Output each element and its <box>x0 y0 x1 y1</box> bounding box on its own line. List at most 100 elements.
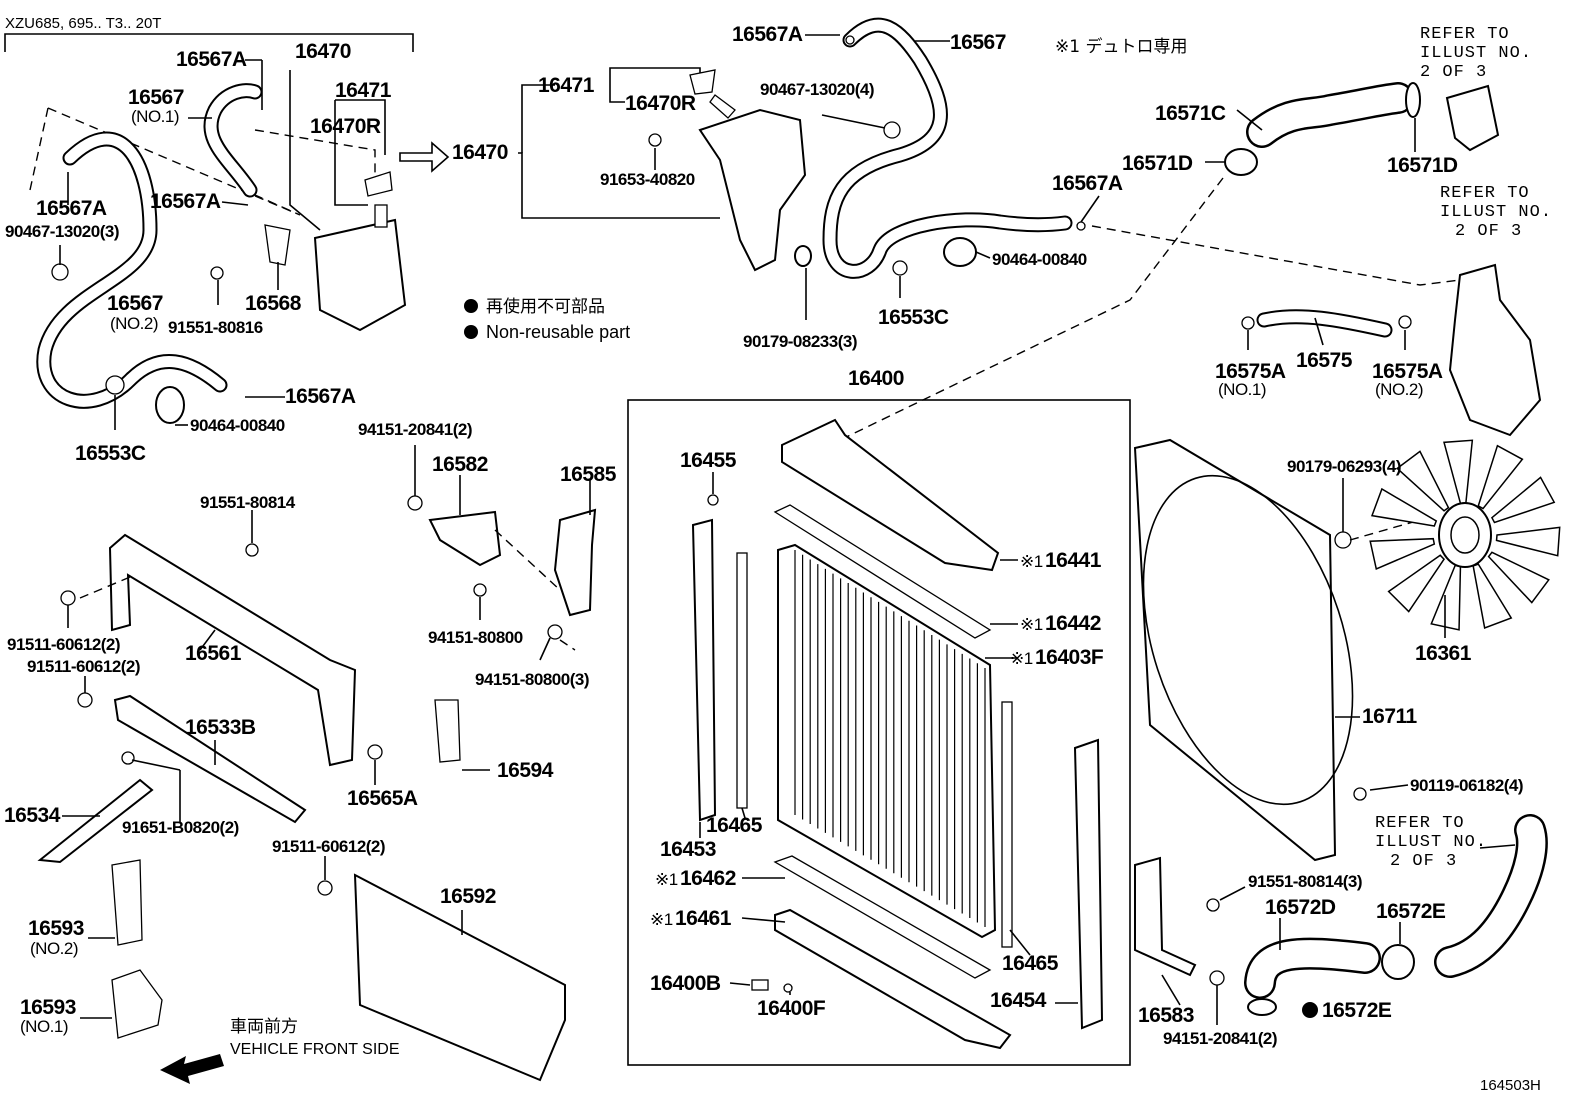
part-label-16711: 16711 <box>1362 705 1418 728</box>
band-90464-middle <box>943 237 977 267</box>
part-label-16594: 16594 <box>497 759 554 782</box>
part-label-91551-80814-3: 91551-80814(3) <box>1248 872 1362 891</box>
nut-94151-80800-b <box>547 624 563 640</box>
support-16561 <box>108 533 357 767</box>
part-label-16553C: 16553C <box>878 306 949 329</box>
water-outlet-upper <box>1445 84 1500 152</box>
svg-text:16442: 16442 <box>1045 612 1101 635</box>
part-label-16465: 16465 <box>706 814 763 837</box>
part-label-16565A: 16565A <box>347 787 418 810</box>
drain-cock-16400B <box>751 979 769 991</box>
part-label-16442: ※1 16442 <box>1020 612 1101 635</box>
svg-text:ILLUST NO.: ILLUST NO. <box>1440 203 1552 222</box>
part-label-90119-06182-4: 90119-06182(4) <box>1410 776 1523 795</box>
non-reusable-dot-icon <box>1302 1002 1318 1018</box>
seal-16465-left <box>736 552 748 809</box>
part-label-16571D: 16571D <box>1387 154 1458 177</box>
part-label-91651-B0820-2: 91651-B0820(2) <box>122 818 239 837</box>
bracket-group-16582 <box>407 495 597 651</box>
part-label-16567: 16567 <box>128 86 184 109</box>
part-label-16567A: 16567A <box>150 190 221 213</box>
part-label-16585: 16585 <box>560 463 617 486</box>
part-label-no2: (NO.2) <box>1375 380 1423 399</box>
bolt-91511-60612-a <box>60 590 76 606</box>
part-label-90179-06293-4: 90179-06293(4) <box>1287 457 1401 476</box>
clamp-16571D-lower <box>1224 148 1258 176</box>
bolt-91511-60612-b <box>77 692 93 708</box>
bolt-91653-40820 <box>648 133 662 147</box>
part-label-90467-13020-3: 90467-13020(3) <box>5 222 119 241</box>
part-label-16454: 16454 <box>990 989 1047 1012</box>
bolt-90119-06182 <box>1353 787 1367 801</box>
part-label-94151-20841-2: 94151-20841(2) <box>358 420 472 439</box>
part-label-no2: (NO.2) <box>30 939 78 958</box>
radiator-assembly <box>691 418 1104 1050</box>
bolt-91651-B0820 <box>121 751 135 765</box>
water-inlet-housing <box>1448 263 1542 437</box>
part-label-16361: 16361 <box>1415 642 1472 665</box>
clip-16575A-no2 <box>1398 315 1412 329</box>
part-label-no1: (NO.1) <box>20 1017 68 1036</box>
bolt-91551-80814 <box>245 543 259 557</box>
side-support-16453 <box>691 518 717 822</box>
svg-text:ILLUST NO.: ILLUST NO. <box>1420 44 1532 63</box>
radiator-upper-tank <box>781 418 1000 572</box>
part-label-16571C: 16571C <box>1155 102 1226 125</box>
svg-text:VEHICLE FRONT SIDE: VEHICLE FRONT SIDE <box>230 1041 400 1058</box>
reference-note-2: REFER TO ILLUST NO. 2 OF 3 <box>1440 184 1552 241</box>
reservoir-tank-middle <box>698 108 807 272</box>
part-label-16453: 16453 <box>660 838 716 861</box>
part-label-16561: 16561 <box>185 642 242 665</box>
part-labels: 16567A 16470 16567 (NO.1) 16471 16470R 1… <box>4 23 1524 1048</box>
pad-16594 <box>434 699 461 763</box>
svg-text:16462: 16462 <box>680 867 736 890</box>
part-label-94151-20841-2: 94151-20841(2) <box>1163 1029 1277 1048</box>
seal-16465-right <box>1001 701 1013 948</box>
part-label-16593: 16593 <box>28 917 84 940</box>
reference-note-3: REFER TO ILLUST NO. 2 OF 3 <box>1375 814 1486 871</box>
part-label-90464-00840: 90464-00840 <box>992 250 1087 269</box>
part-label-91511-60612-2: 91511-60612(2) <box>27 657 140 676</box>
part-label-16465: 16465 <box>1002 952 1059 975</box>
illustration-code: 164503H <box>1480 1077 1541 1094</box>
part-label-16568: 16568 <box>245 292 302 315</box>
reservoir-cap-middle <box>689 69 716 95</box>
reservoir-group-middle <box>399 17 1086 279</box>
part-label-16470R: 16470R <box>625 92 696 115</box>
leader-lines <box>59 34 1516 1025</box>
brace-16533B <box>113 694 307 824</box>
support-group <box>37 533 566 1082</box>
part-label-16582: 16582 <box>432 453 488 476</box>
part-label-16471: 16471 <box>335 79 392 102</box>
svg-text:2 OF 3: 2 OF 3 <box>1390 852 1457 871</box>
bolt-16455 <box>707 494 719 506</box>
svg-text:16461: 16461 <box>675 907 732 930</box>
part-label-16567: 16567 <box>950 31 1006 54</box>
clip-90467-left <box>51 263 69 281</box>
nut-94151-20841-b <box>1209 970 1225 986</box>
svg-text:REFER TO: REFER TO <box>1440 184 1530 203</box>
upper-hose-group <box>839 82 1542 441</box>
reference-note-1: REFER TO ILLUST NO. 2 OF 3 <box>1420 25 1532 82</box>
part-label-16571D: 16571D <box>1122 152 1193 175</box>
part-label-no1: (NO.1) <box>1218 380 1266 399</box>
nut-94151-80800 <box>473 583 487 597</box>
svg-text:Non-reusable part: Non-reusable part <box>486 322 630 342</box>
clamp-16571D-upper <box>1405 82 1421 118</box>
svg-text:※1: ※1 <box>1010 649 1033 668</box>
part-label-16592: 16592 <box>440 885 496 908</box>
lower-hose-group <box>1134 814 1548 1018</box>
part-label-16470: 16470 <box>295 40 351 63</box>
part-label-94151-80800: 94151-80800 <box>428 628 523 647</box>
bracket-16568 <box>264 224 291 266</box>
part-label-90467-13020-4: 90467-13020(4) <box>760 80 874 99</box>
bolt-16565A <box>367 744 383 760</box>
fan-shroud-16711 <box>1133 438 1337 862</box>
clip-16575A-no1 <box>1241 316 1255 330</box>
part-label-16533B: 16533B <box>185 716 256 739</box>
svg-text:16403F: 16403F <box>1035 646 1104 669</box>
part-label-no1: (NO.1) <box>131 107 179 126</box>
bracket-16593-no2 <box>111 859 143 946</box>
bolt-91551-80816 <box>210 266 224 280</box>
svg-text:2 OF 3: 2 OF 3 <box>1455 222 1522 241</box>
